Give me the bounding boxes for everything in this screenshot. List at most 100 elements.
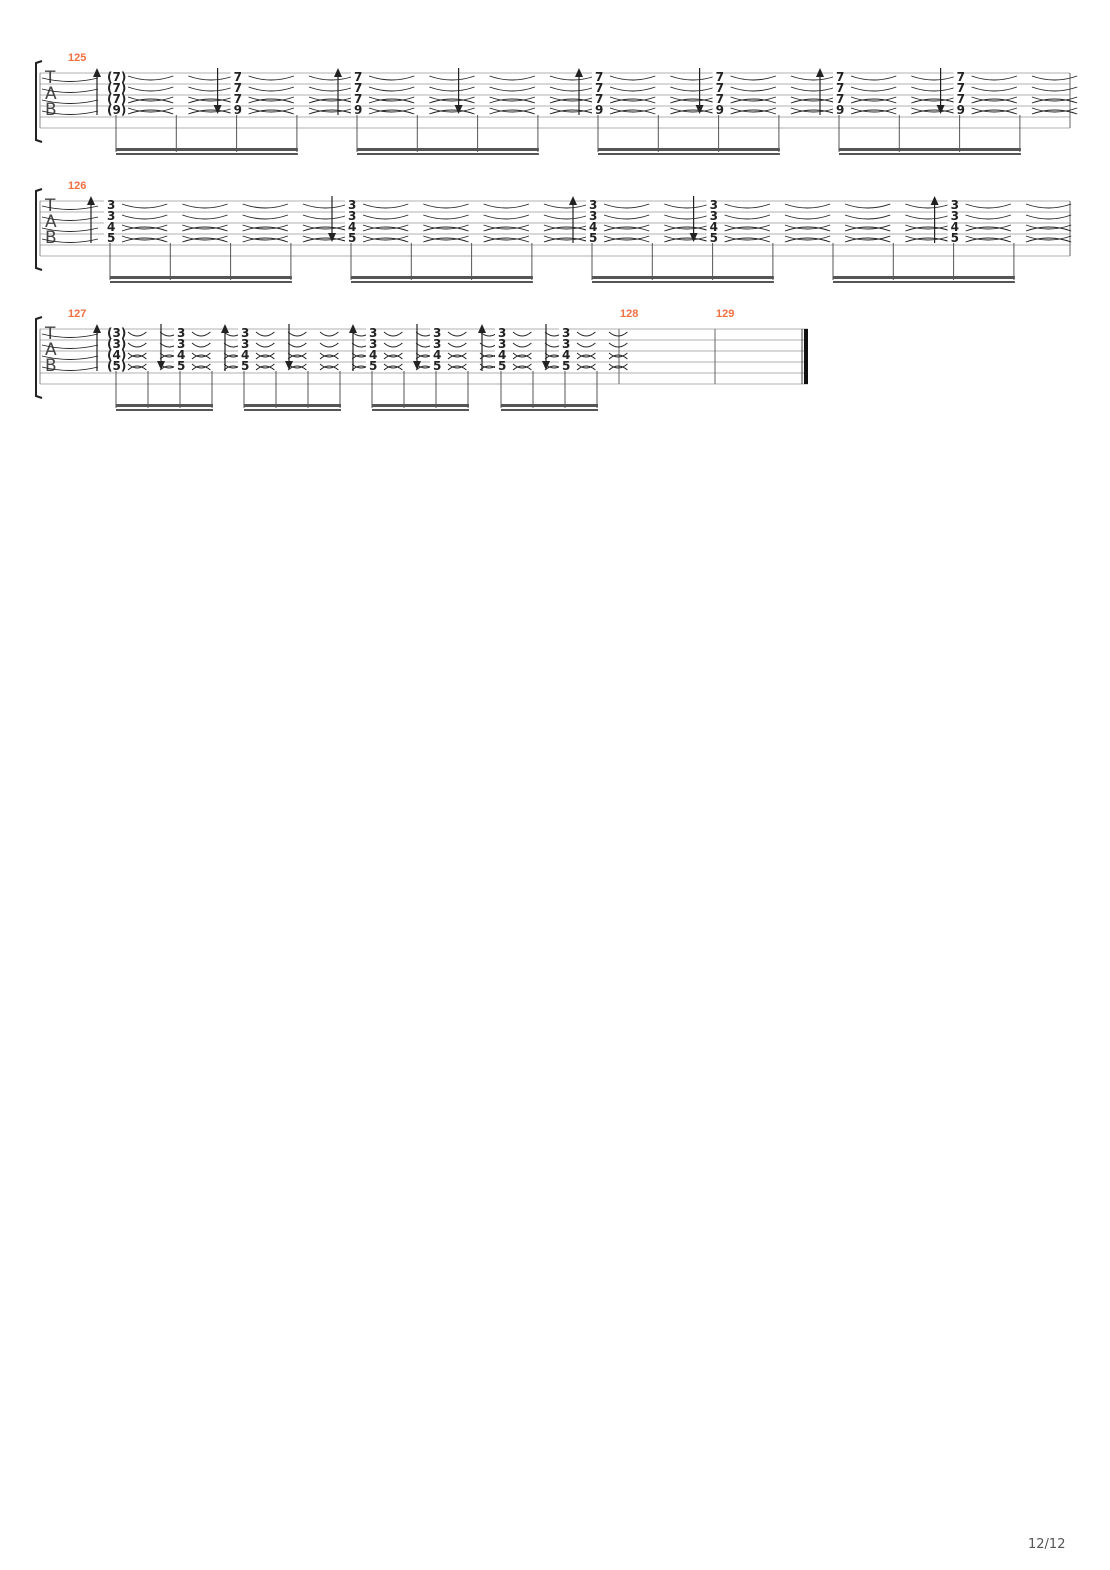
- tie-arc: [319, 342, 339, 348]
- fret-backdrop: [712, 105, 722, 115]
- beam: [110, 276, 292, 279]
- tie-arc: [242, 226, 289, 232]
- fret-backdrop: [706, 233, 716, 243]
- tie-arc: [362, 237, 409, 243]
- fret-number: 7: [354, 92, 362, 106]
- clef-letter-t: T: [44, 324, 56, 344]
- fret-backdrop: [104, 233, 113, 243]
- tie-arc: [362, 224, 409, 230]
- fret-number: 4: [348, 220, 356, 234]
- tie-arc: [609, 109, 656, 115]
- tie-arc: [489, 109, 536, 115]
- fret-backdrop: [230, 105, 240, 115]
- tie-arc: [127, 365, 147, 371]
- tie-arc: [188, 98, 234, 104]
- fret-backdrop: [706, 200, 716, 210]
- fret-backdrop: [495, 361, 504, 371]
- tie-arc: [255, 331, 275, 337]
- final-barline-thick: [804, 329, 808, 384]
- tie-arc: [549, 75, 596, 81]
- beam: [244, 409, 341, 411]
- fret-number: 5: [348, 231, 356, 245]
- tie-arc: [850, 86, 897, 92]
- tie-arc: [302, 237, 349, 243]
- tie-arc: [790, 96, 837, 102]
- fret-number: 4: [498, 348, 506, 362]
- tie-arc: [41, 110, 99, 115]
- tie-arc: [308, 109, 355, 115]
- fret-number: 4: [177, 348, 185, 362]
- fret-number: 3: [433, 337, 441, 351]
- tie-arc: [127, 352, 147, 358]
- upstroke-arrow-icon: [334, 68, 342, 77]
- fret-backdrop: [586, 211, 595, 221]
- tie-arc: [429, 96, 475, 102]
- fret-backdrop: [495, 350, 504, 360]
- tie-arc: [664, 235, 710, 241]
- fret-backdrop: [345, 233, 354, 243]
- tie-arc: [41, 216, 99, 221]
- beam: [372, 404, 469, 407]
- fret-number: 7: [957, 92, 965, 106]
- fret-backdrop: [559, 350, 568, 360]
- tie-arc: [41, 88, 99, 93]
- fret-number: 4: [107, 220, 115, 234]
- tie-arc: [850, 96, 897, 102]
- fret-backdrop: [351, 105, 360, 115]
- fret-number: (9): [107, 103, 126, 117]
- tie-arc: [965, 226, 1012, 232]
- tie-arc: [121, 203, 168, 209]
- downstroke-arrow-icon: [689, 233, 698, 242]
- tie-arc: [576, 352, 596, 358]
- tie-arc: [242, 203, 289, 209]
- fret-number: 3: [241, 326, 249, 340]
- tie-arc: [670, 96, 716, 102]
- tie-arc: [971, 86, 1018, 92]
- beam: [833, 281, 1015, 283]
- fret-backdrop: [345, 222, 354, 232]
- fret-backdrop: [712, 83, 722, 93]
- fret-backdrop: [706, 222, 716, 232]
- tie-arc: [242, 224, 289, 230]
- fret-number: 7: [716, 81, 724, 95]
- fret-number: 3: [177, 326, 185, 340]
- fret-backdrop: [592, 72, 601, 82]
- fret-number: 3: [951, 209, 959, 223]
- tie-arc: [41, 238, 99, 243]
- beam: [116, 409, 213, 411]
- fret-backdrop: [586, 233, 595, 243]
- tie-arc: [608, 363, 628, 369]
- fret-backdrop: [495, 339, 504, 349]
- tie-arc: [368, 107, 415, 113]
- tie-arc: [255, 363, 275, 369]
- fret-backdrop: [559, 339, 568, 349]
- upstroke-arrow-icon: [569, 196, 577, 205]
- fret-number: 7: [836, 81, 844, 95]
- fret-backdrop: [953, 105, 963, 115]
- fret-backdrop: [230, 94, 240, 104]
- fret-number: 3: [951, 198, 959, 212]
- fret-backdrop: [833, 72, 842, 82]
- fret-backdrop: [430, 328, 439, 338]
- downstroke-arrow-icon: [454, 105, 463, 114]
- tie-arc: [844, 226, 891, 232]
- fret-backdrop: [238, 361, 247, 371]
- tie-arc: [905, 224, 951, 230]
- tie-arc: [512, 354, 532, 360]
- clef-letter-b: B: [45, 100, 57, 120]
- tie-arc: [483, 214, 530, 220]
- tie-arc: [188, 109, 234, 115]
- fret-number: 7: [234, 70, 242, 84]
- tie-arc: [670, 109, 716, 115]
- tie-arc: [127, 363, 147, 369]
- downstroke-arrow-icon: [695, 105, 704, 114]
- system-bracket: [35, 188, 43, 271]
- measure-number: 125: [68, 52, 86, 64]
- tie-arc: [784, 214, 831, 220]
- fret-number: 3: [710, 209, 718, 223]
- downstroke-arrow-icon: [213, 105, 222, 114]
- tie-arc: [549, 109, 596, 115]
- fret-number: 3: [241, 337, 249, 351]
- fret-backdrop: [238, 339, 247, 349]
